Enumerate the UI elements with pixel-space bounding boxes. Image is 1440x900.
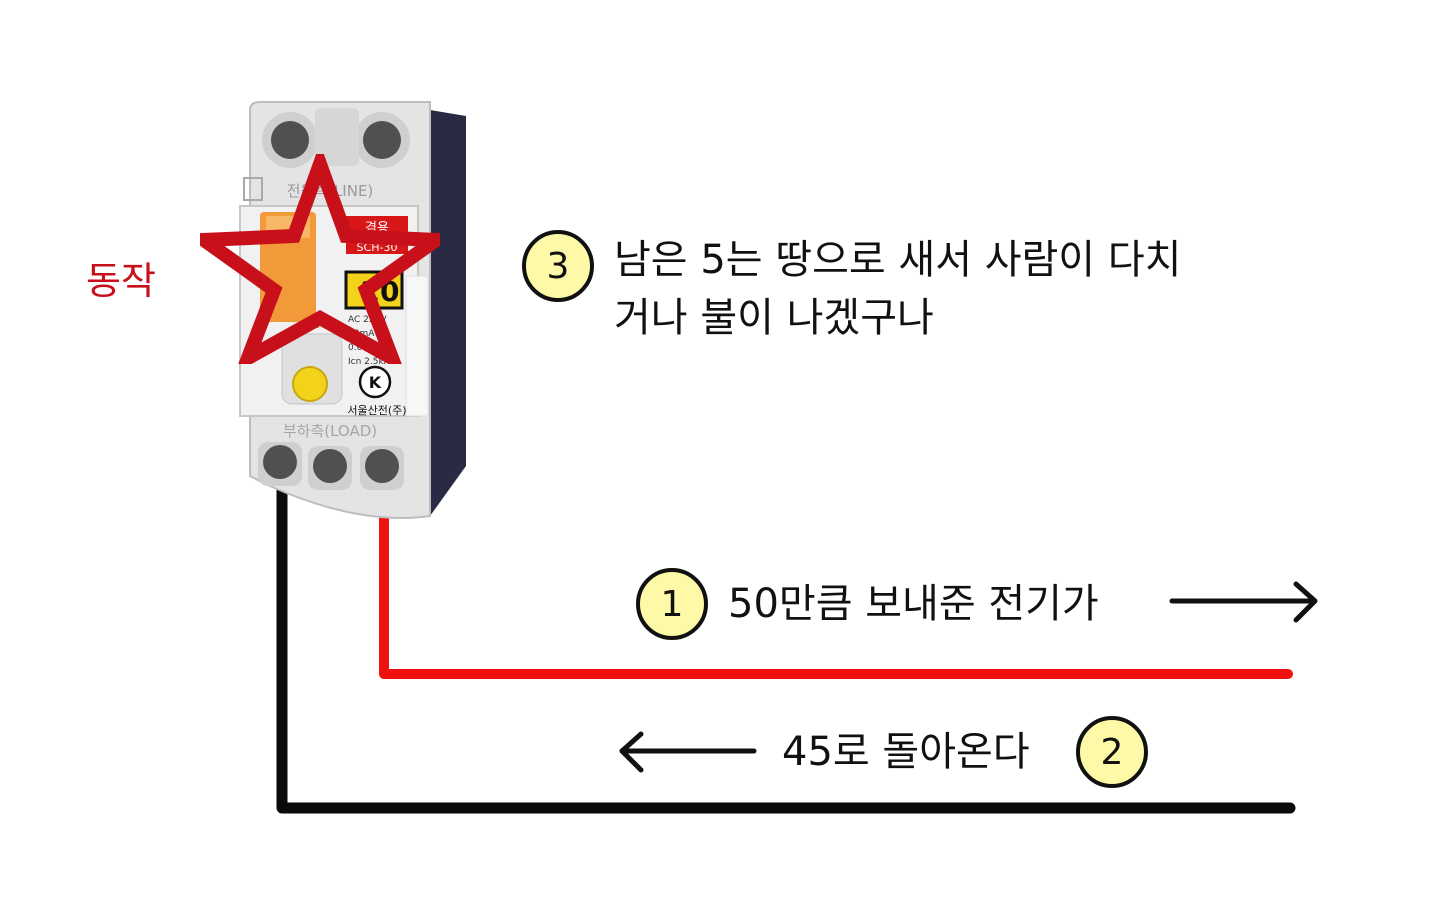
- spec-line-4: Icn 2.5kA: [348, 357, 391, 367]
- cert-mark-letter: K: [369, 373, 382, 392]
- step-3-text-line-2: 거나 불이 나겠구나: [614, 295, 934, 341]
- maker-label: 서울산전(주): [347, 404, 406, 417]
- right-arrow-icon: [1169, 581, 1318, 623]
- operate-label: 동작: [86, 259, 156, 303]
- breaker-load-label: 부하측(LOAD): [283, 422, 377, 440]
- step-3-text-line-1: 남은 5는 땅으로 새서 사람이 다치: [614, 237, 1182, 283]
- left-arrow-icon: [619, 731, 757, 773]
- neutral-wire: [276, 456, 1296, 814]
- step-1-text: 50만큼 보내준 전기가: [728, 581, 1099, 627]
- spec-line-1: AC 220V: [348, 315, 387, 325]
- step-1-badge: 1: [636, 568, 708, 640]
- star-icon: [200, 154, 440, 364]
- step-2-badge: 2: [1076, 716, 1148, 788]
- step-2-text: 45로 돌아온다: [782, 729, 1030, 775]
- hot-wire: [379, 481, 1293, 679]
- cert-mark-icon: [358, 365, 392, 399]
- step-3-badge: 3: [522, 230, 594, 302]
